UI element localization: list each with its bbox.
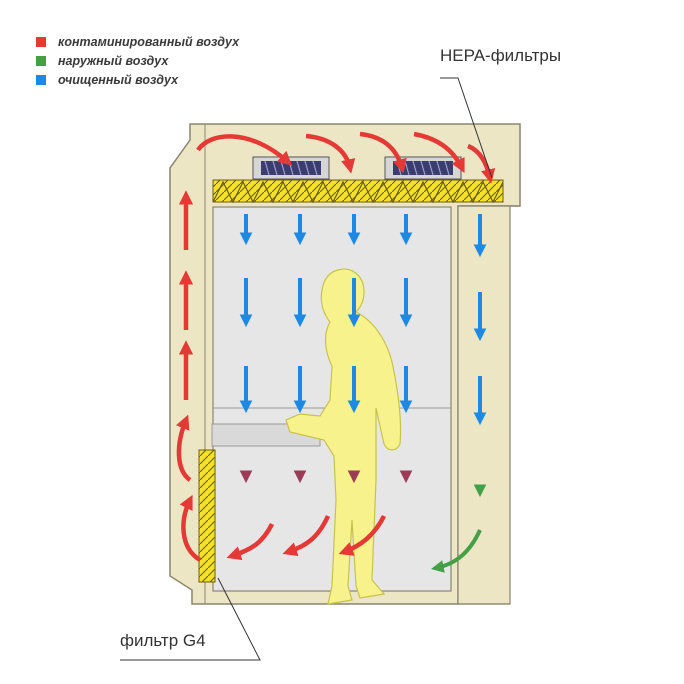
legend-label: контаминированный воздух: [58, 34, 240, 49]
hepa-filter-label: HEPA-фильтры: [440, 46, 562, 65]
operator-silhouette: [285, 268, 402, 605]
g4-filter: [198, 449, 216, 583]
legend-item-clean: очищенный воздух: [36, 70, 239, 89]
legend: контаминированный воздух наружный воздух…: [36, 32, 239, 89]
fan-left: [252, 156, 330, 180]
legend-swatch-green: [36, 55, 46, 66]
mixed-air-downflow: [239, 440, 413, 484]
cabinet-right-column: [457, 205, 511, 605]
legend-label: наружный воздух: [58, 53, 169, 68]
clean-air-downflow: [239, 214, 487, 426]
legend-label: очищенный воздух: [58, 72, 179, 87]
outside-air-flow: [430, 454, 487, 573]
g4-filter-label: фильтр G4: [120, 631, 206, 650]
hepa-leader-line: [440, 77, 493, 179]
legend-swatch-red: [36, 36, 46, 47]
legend-swatch-blue: [36, 74, 46, 85]
legend-item-outside: наружный воздух: [36, 51, 239, 70]
contaminated-air-return: [176, 131, 496, 562]
g4-leader-line: [120, 577, 261, 661]
hepa-filter-zigzag: [212, 180, 504, 204]
fan-right: [384, 156, 462, 180]
legend-item-contaminated: контаминированный воздух: [36, 32, 239, 51]
